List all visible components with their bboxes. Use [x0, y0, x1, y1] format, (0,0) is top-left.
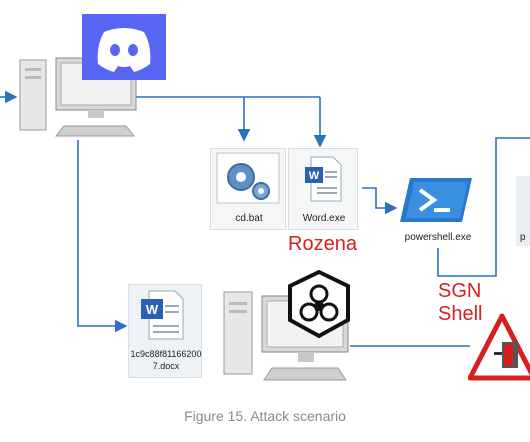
backdoor-warning-icon: [467, 312, 530, 384]
word-document-icon: W: [141, 290, 184, 340]
docx-file: W 1c9c88f81166200 7.docx: [128, 284, 202, 378]
computer-icon: [16, 56, 140, 151]
gear-icon: [216, 152, 280, 204]
word-exe-file: W Word.exe: [288, 148, 358, 230]
svg-text:W: W: [146, 302, 159, 317]
docx-label-line1: 1c9c88f81166200: [130, 349, 202, 359]
word-exe-label: Word.exe: [302, 213, 346, 224]
figure-caption: Figure 15. Attack scenario: [184, 408, 346, 424]
powershell-icon: [400, 178, 472, 222]
cd-bat-file: cd.bat: [210, 148, 286, 230]
cut-off-file: [516, 176, 530, 246]
rozena-tag: Rozena: [288, 233, 357, 255]
powershell-exe-file: powershell.exe: [398, 170, 478, 246]
sgn-shell-tag: SGN Shell: [438, 280, 483, 325]
docx-label-line2: 7.docx: [152, 361, 180, 371]
biohazard-icon: [286, 269, 352, 340]
svg-text:W: W: [309, 170, 320, 182]
discord-logo-icon: [82, 14, 166, 80]
powershell-exe-label: powershell.exe: [404, 232, 472, 243]
cut-off-label: p: [520, 232, 526, 243]
word-document-icon: W: [305, 156, 342, 202]
cd-bat-label: cd.bat: [235, 213, 263, 224]
